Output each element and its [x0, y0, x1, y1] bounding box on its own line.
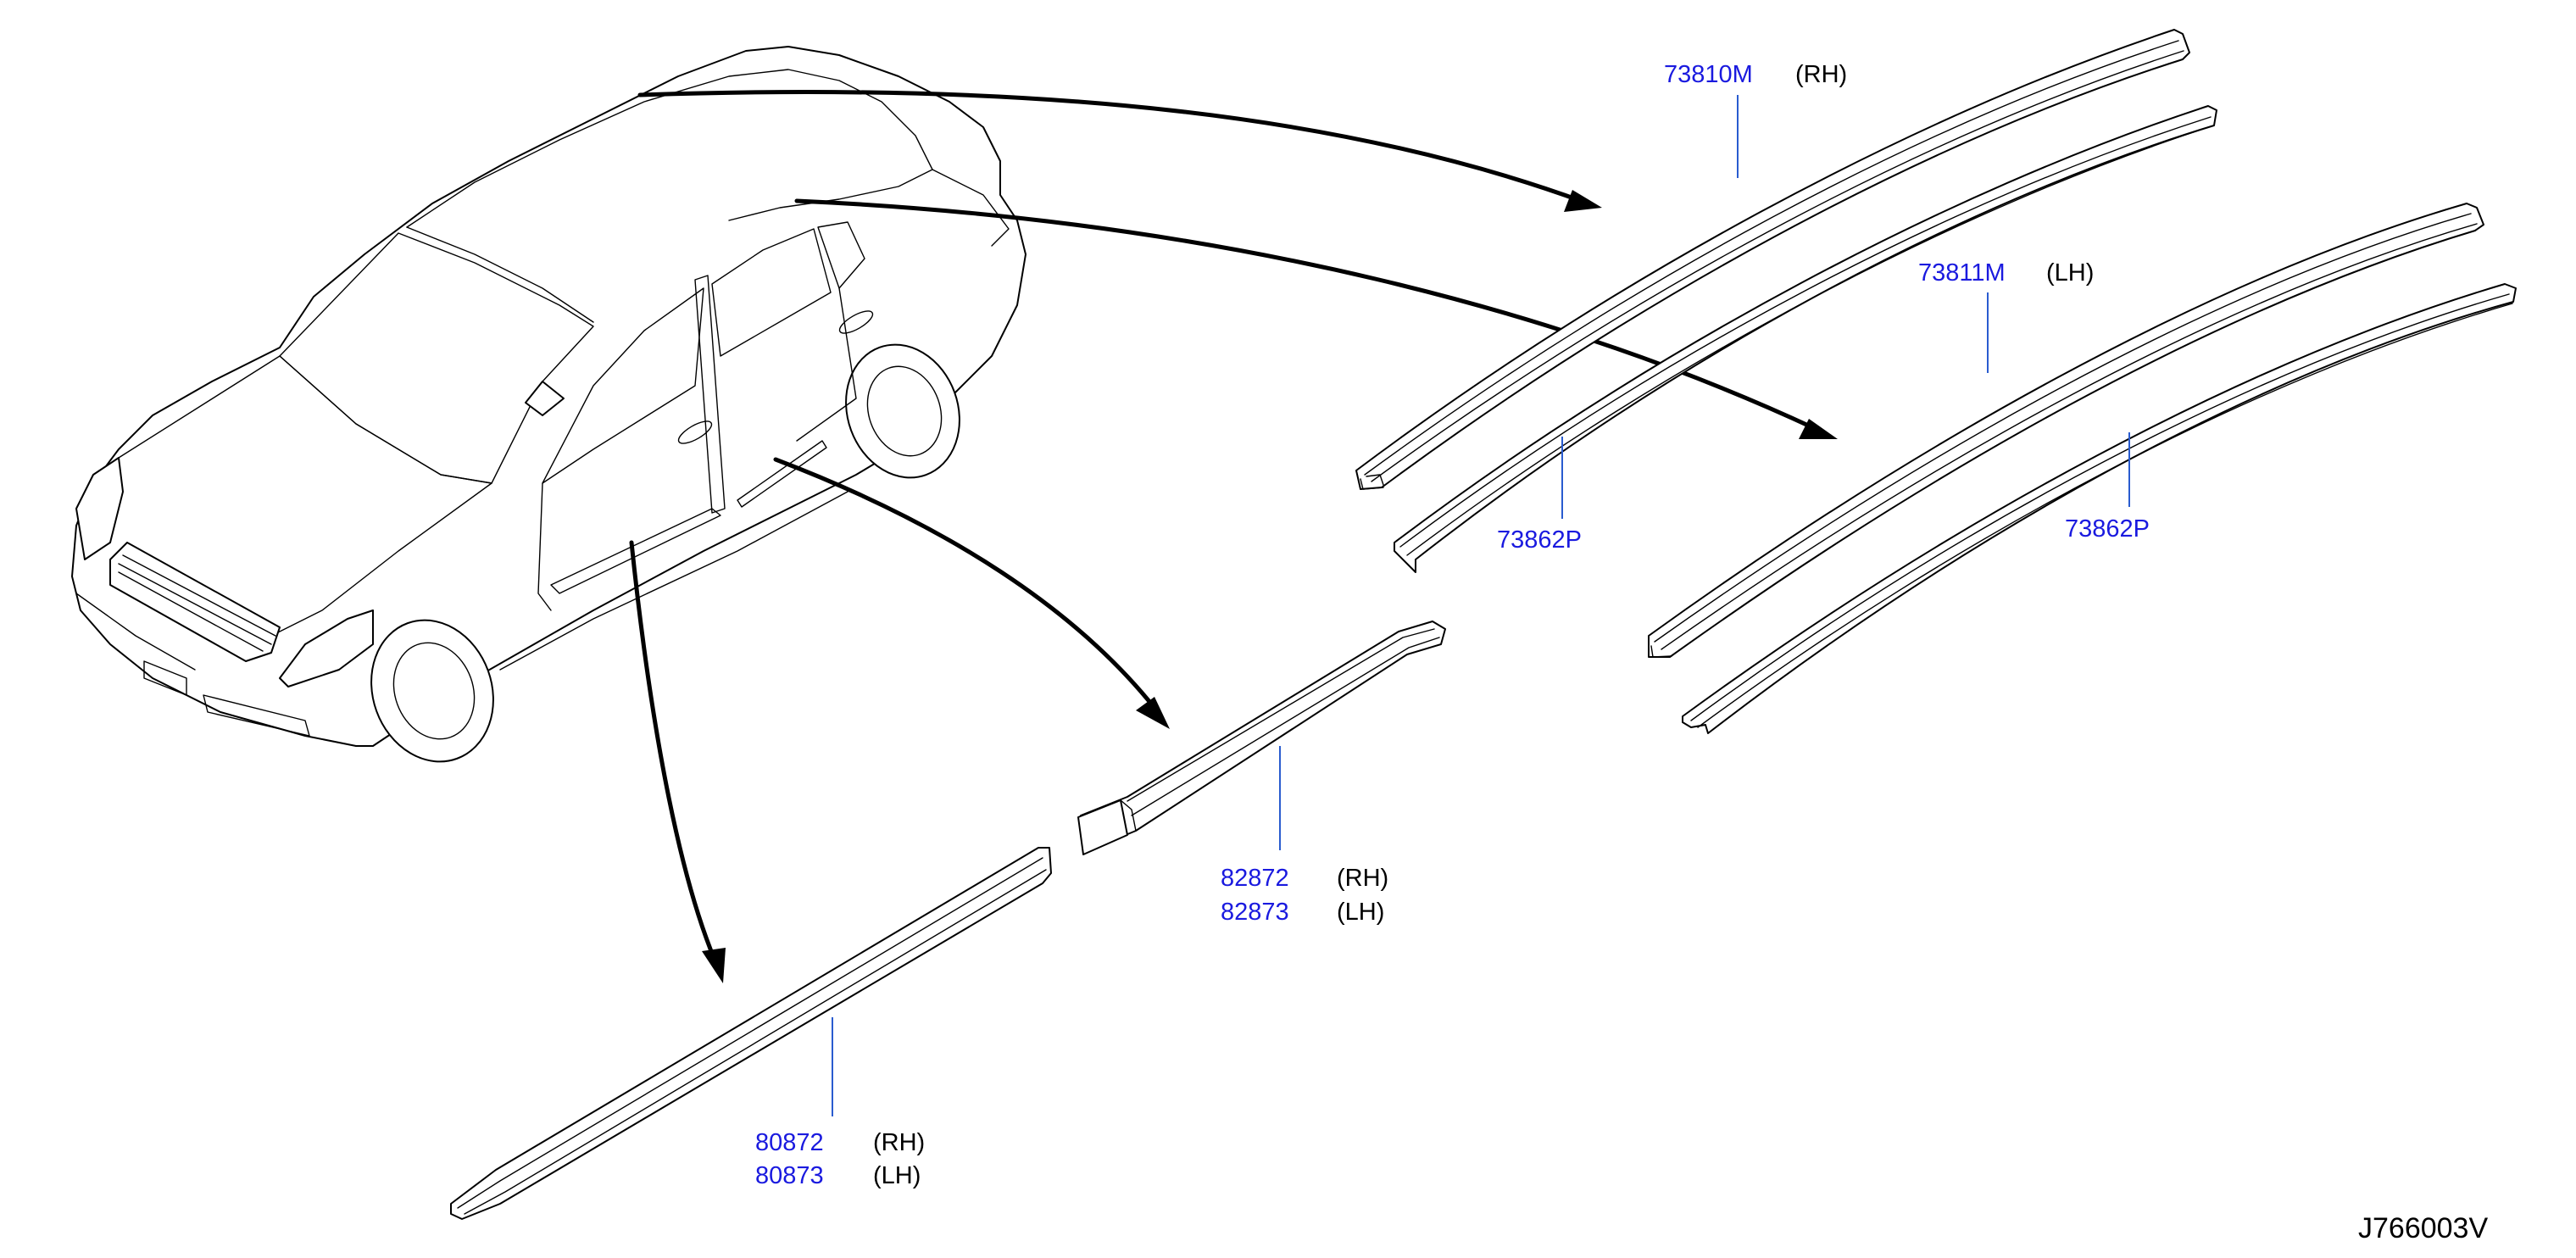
side-rear-door-lh: (LH) [1337, 899, 1384, 926]
side-roof-rh: (RH) [1795, 61, 1847, 88]
leader-lines [832, 95, 2130, 1116]
arrow-to-front-door-moulding [629, 540, 717, 962]
arrow-to-roof-moulding-rh [637, 89, 1586, 204]
callout-clip-rh: 73862P [1497, 526, 1582, 554]
side-rear-door-rh: (RH) [1337, 865, 1388, 892]
part-number-roof-lh[interactable]: 73811M [1918, 259, 2006, 287]
arrow-head-roof-lh [1799, 419, 1838, 439]
roof-moulding-rh [1355, 29, 2190, 490]
side-front-door-rh: (RH) [873, 1129, 925, 1156]
side-front-door-lh: (LH) [873, 1162, 921, 1189]
part-number-clip-rh[interactable]: 73862P [1497, 526, 1582, 554]
part-number-rear-door-lh[interactable]: 82873 [1221, 899, 1289, 926]
car-illustration [71, 46, 1027, 763]
front-door-moulding [450, 847, 1052, 1220]
arrow-head-rear-door [1136, 697, 1170, 729]
callout-roof-rh: 73810M (RH) [1664, 61, 1847, 88]
clip-rh [1394, 105, 2217, 573]
part-number-clip-lh[interactable]: 73862P [2065, 515, 2150, 543]
part-number-rear-door-rh[interactable]: 82872 [1221, 865, 1289, 892]
part-number-front-door-lh[interactable]: 80873 [755, 1162, 824, 1189]
diagram-code: J766003V [2358, 1212, 2488, 1244]
arrow-to-rear-door-moulding [773, 457, 1157, 710]
clip-lh [1682, 283, 2517, 734]
rear-door-moulding [1077, 621, 1446, 855]
callout-front-door: 80872 (RH) 80873 (LH) [755, 1129, 925, 1189]
arrow-to-roof-moulding-lh [794, 198, 1817, 431]
arrow-head-roof-rh [1564, 190, 1602, 212]
callout-clip-lh: 73862P [2065, 515, 2150, 543]
side-roof-lh: (LH) [2046, 259, 2094, 287]
callout-roof-lh: 73811M (LH) [1918, 259, 2094, 287]
part-number-front-door-rh[interactable]: 80872 [755, 1129, 824, 1156]
callout-rear-door: 82872 (RH) 82873 (LH) [1221, 865, 1388, 926]
arrow-head-front-door [702, 948, 726, 983]
part-number-roof-rh[interactable]: 73810M [1664, 61, 1753, 88]
roof-moulding-lh [1648, 203, 2484, 658]
arrows [629, 89, 1838, 983]
